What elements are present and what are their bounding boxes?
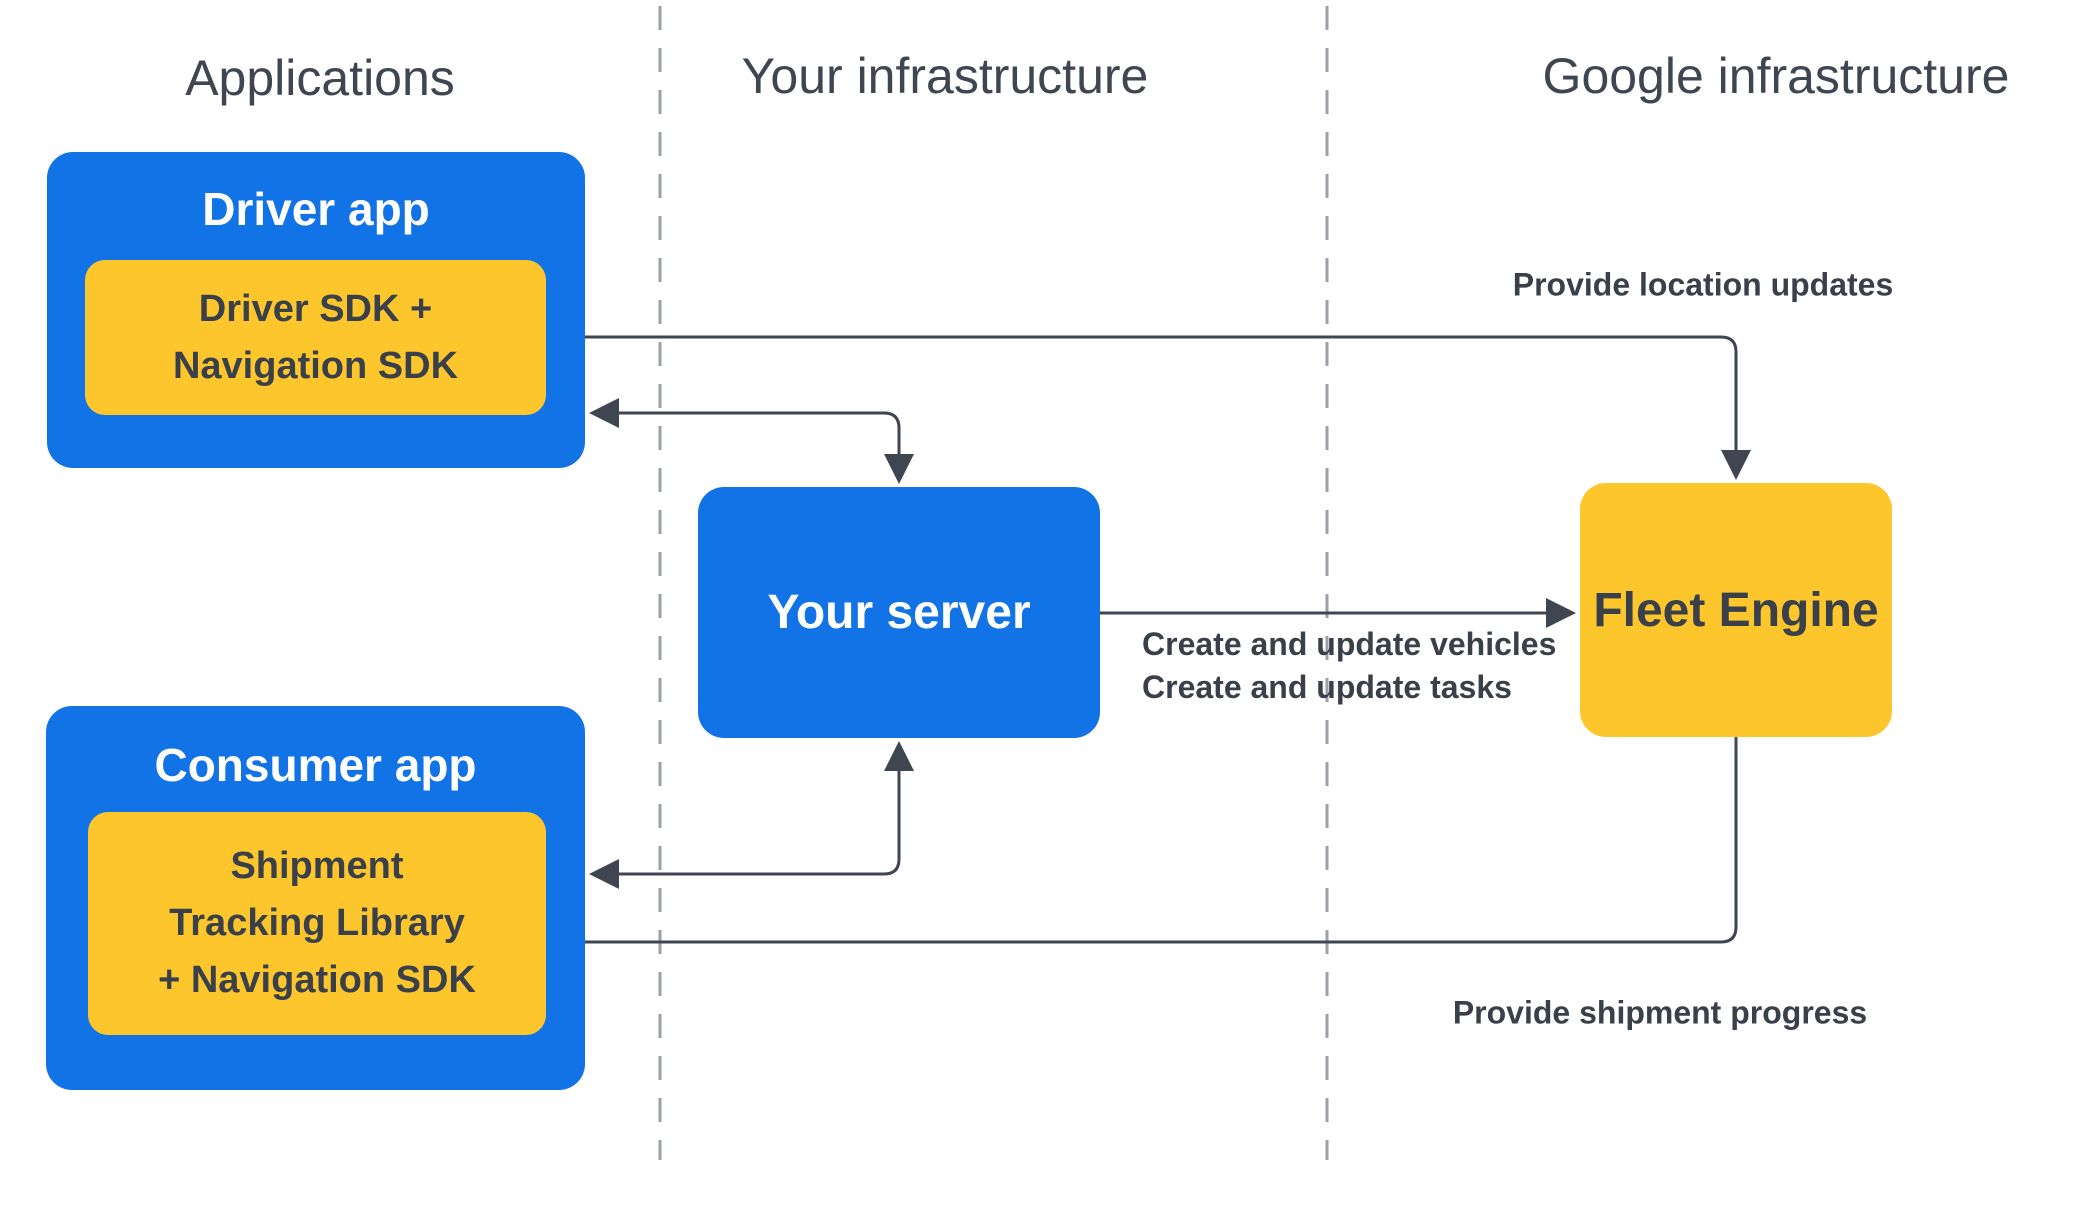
driver-app-title: Driver app	[202, 183, 430, 235]
label-provide-shipment-progress: Provide shipment progress	[1452, 994, 1868, 1031]
label-provide-location-updates: Provide location updates	[1512, 266, 1894, 303]
label-create-update-vehicles: Create and update vehicles	[1142, 626, 1557, 662]
column-header-google-infrastructure: Google infrastructure	[1542, 48, 2010, 104]
label-create-update: Create and update vehicles Create and up…	[1142, 623, 1556, 709]
driver-sdk-line2: Navigation SDK	[172, 344, 459, 387]
consumer-sdk-line2: Tracking Library	[169, 902, 465, 944]
shipment-tracking-library-box: Shipment Tracking Library + Navigation S…	[88, 812, 546, 1035]
column-header-your-infrastructure: Your infrastructure	[741, 48, 1149, 104]
node-consumer-app: Consumer app Shipment Tracking Library +…	[46, 706, 585, 1090]
node-driver-app: Driver app Driver SDK + Navigation SDK	[47, 152, 585, 468]
consumer-app-title: Consumer app	[154, 739, 477, 791]
node-fleet-engine: Fleet Engine	[1580, 483, 1892, 737]
label-create-update-tasks: Create and update tasks	[1142, 669, 1512, 705]
column-header-applications: Applications	[185, 50, 455, 106]
node-your-server: Your server	[698, 487, 1100, 738]
edge-fleet-engine-consumer-sdk	[550, 737, 1738, 957]
edge-driver-app-your-server	[589, 398, 914, 484]
driver-sdk-box: Driver SDK + Navigation SDK	[85, 260, 546, 415]
consumer-sdk-line1: Shipment	[230, 845, 404, 887]
consumer-sdk-line3: + Navigation SDK	[158, 959, 476, 1001]
edge-your-server-consumer-app	[589, 741, 914, 889]
driver-sdk-line1: Driver SDK +	[198, 287, 433, 330]
edge-driver-sdk-fleet-engine	[551, 322, 1751, 480]
